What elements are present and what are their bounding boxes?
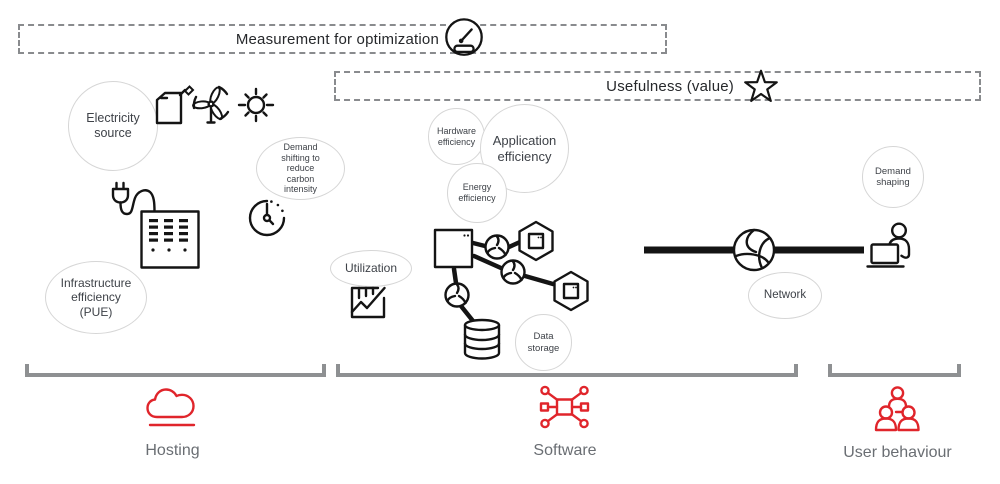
bubble-label: Demand shaping [875,165,911,188]
fan-node-icon [484,234,510,260]
usefulness-banner-label: Usefulness (value) [606,77,734,95]
gauge-icon [445,18,483,56]
software-label: Software [533,442,597,459]
bubble-utilization: Utilization [330,250,412,287]
network-globe-icon [732,228,776,272]
wind-turbine-icon [192,85,230,124]
hosting-label: Hosting [145,442,200,459]
bubble-demand-shifting: Demand shifting to reduce carbon intensi… [256,137,345,200]
bubble-label: Electricity source [86,111,140,140]
bubble-energy-efficiency: Energy efficiency [447,163,507,223]
fan-node-icon [500,259,526,285]
app-window-icon [433,228,474,269]
bubble-data-storage: Data storage [515,314,572,371]
hosting-bracket [25,364,326,377]
bubble-label: Demand shifting to reduce carbon intensi… [281,141,320,195]
bubble-hardware-efficiency: Hardware efficiency [428,108,485,165]
bubble-infrastructure-efficiency: Infrastructure efficiency (PUE) [45,261,147,334]
application-cluster [433,220,589,360]
software-network-icon [539,385,590,429]
bubble-label: Application efficiency [492,133,557,164]
fan-node-icon [444,282,470,308]
bubble-label: Infrastructure efficiency (PUE) [60,276,132,319]
database-icon [463,318,501,360]
cluster-links [451,239,556,324]
usefulness-banner: Usefulness (value) [334,69,981,103]
person-laptop-icon [866,222,911,268]
hexagon-container-icon [518,220,554,262]
measurement-banner: Measurement for optimization [18,18,667,56]
hexagon-container-icon [553,270,589,312]
software-bracket [336,364,798,377]
cloud-icon [146,388,196,427]
bubble-label: Utilization [344,261,398,276]
bubble-electricity-source: Electricity source [68,81,158,171]
user-behaviour-label: User behaviour [843,444,952,461]
power-plug-icon [111,181,156,216]
user-behaviour-bracket [828,364,961,377]
bubble-label: Network [763,288,807,301]
bubble-demand-shaping: Demand shaping [862,146,924,208]
bubble-label: Hardware efficiency [436,125,476,147]
people-icon [874,386,920,432]
bubble-label: Energy efficiency [458,182,496,203]
sun-icon [237,87,275,123]
fuel-can-icon [155,85,195,125]
bubble-network: Network [748,272,822,319]
network-link [644,228,864,272]
measurement-banner-label: Measurement for optimization [235,30,439,48]
server-icon [111,181,200,269]
star-icon [744,69,778,103]
utilization-chart-icon [350,286,386,319]
bubble-label: Data storage [527,331,560,354]
clock-icon [248,199,286,237]
